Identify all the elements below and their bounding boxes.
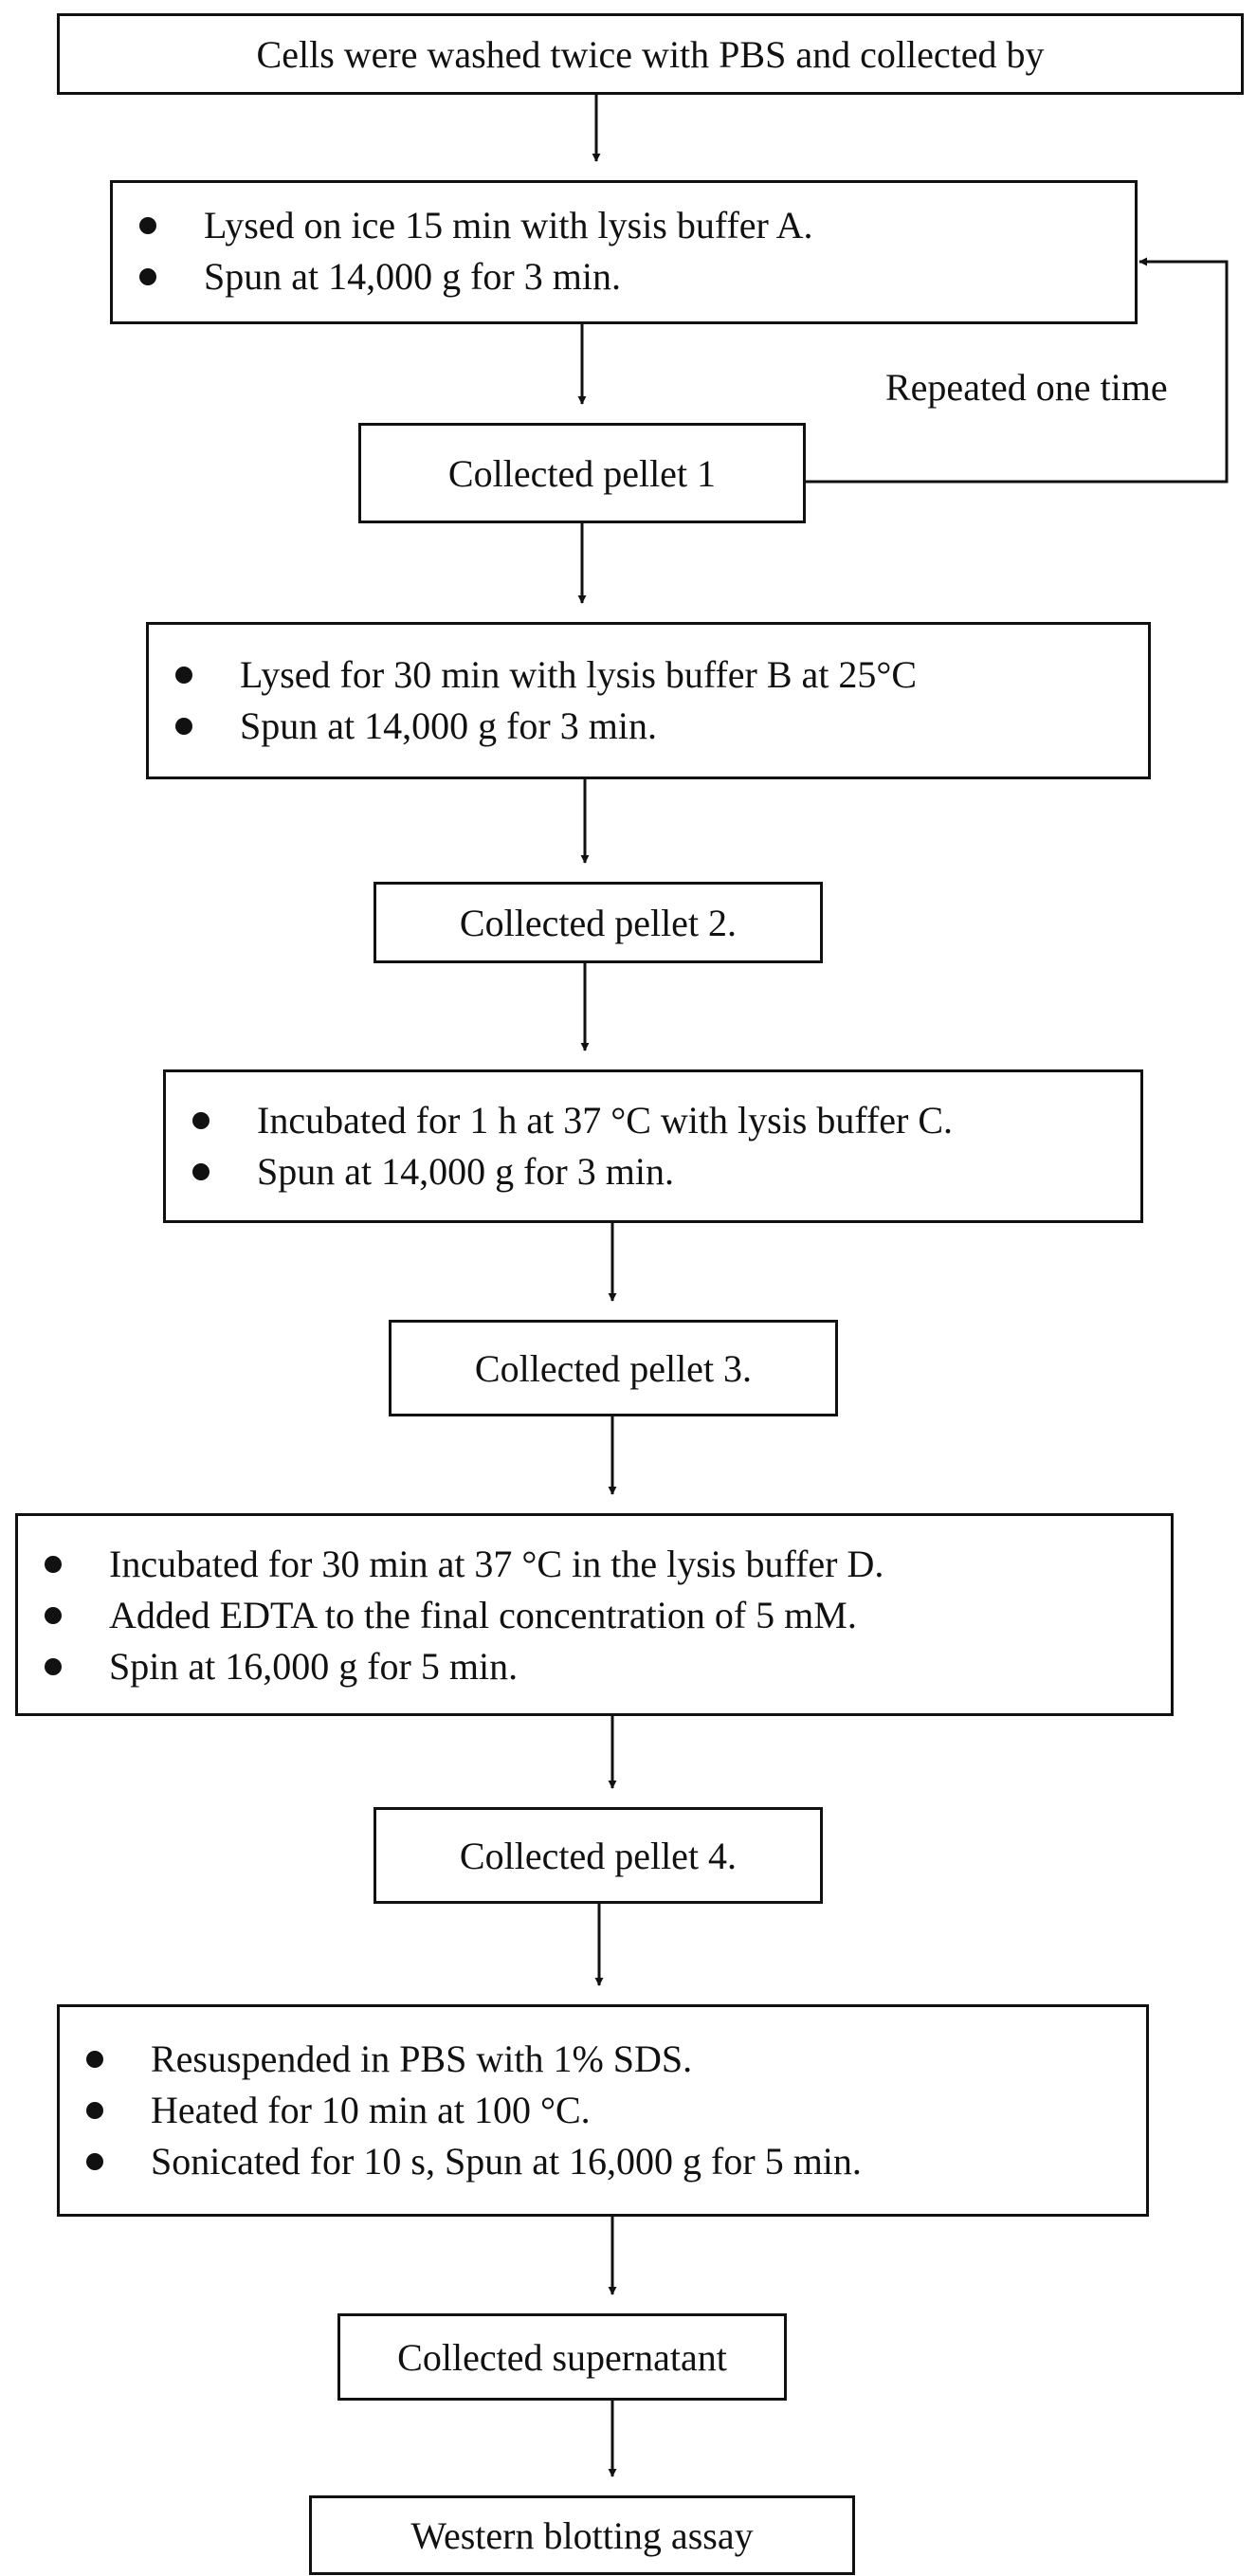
bullet-icon [45,1607,62,1624]
step-western-blotting: Western blotting assay [309,2495,855,2575]
step-lysis-c-list: Incubated for 1 h at 37 °C with lysis bu… [166,1095,1140,1197]
step-collected-pellet-4: Collected pellet 4. [373,1807,823,1904]
step-collected-supernatant: Collected supernatant [337,2313,787,2401]
step-collected-pellet-1: Collected pellet 1 [358,423,806,523]
bullet-icon [86,2102,103,2119]
step-wash-cells: Cells were washed twice with PBS and col… [57,13,1244,95]
loop-arrow [806,257,1229,484]
bullet-icon [45,1556,62,1573]
list-item: Spun at 14,000 g for 3 min. [166,1146,1140,1197]
bullet-icon [192,1163,210,1180]
list-item: Spin at 16,000 g for 5 min. [18,1641,1171,1692]
bullet-icon [139,268,156,285]
bullet-icon [45,1658,62,1675]
step-collected-pellet-2: Collected pellet 2. [373,882,823,963]
step-collected-pellet-3: Collected pellet 3. [389,1320,838,1416]
list-item: Added EDTA to the final concentration of… [18,1590,1171,1641]
step-lysis-d-list: Incubated for 30 min at 37 °C in the lys… [18,1539,1171,1692]
bullet-icon [86,2153,103,2170]
step-lysis-c: Incubated for 1 h at 37 °C with lysis bu… [163,1069,1143,1223]
step-wash-cells-text: Cells were washed twice with PBS and col… [256,32,1045,76]
step-lysis-d: Incubated for 30 min at 37 °C in the lys… [15,1513,1174,1716]
list-item: Incubated for 30 min at 37 °C in the lys… [18,1539,1171,1590]
bullet-icon [192,1112,210,1129]
step-lysis-b: Lysed for 30 min with lysis buffer B at … [146,622,1151,779]
step-sds-list: Resuspended in PBS with 1% SDS. Heated f… [60,2034,1146,2187]
list-item: Lysed for 30 min with lysis buffer B at … [149,649,1148,701]
step-lysis-b-list: Lysed for 30 min with lysis buffer B at … [149,649,1148,752]
bullet-icon [175,667,192,684]
list-item: Resuspended in PBS with 1% SDS. [60,2034,1146,2085]
list-item: Spun at 14,000 g for 3 min. [113,251,1135,302]
list-item: Spun at 14,000 g for 3 min. [149,701,1148,752]
bullet-icon [139,217,156,234]
step-sds-heat-sonicate: Resuspended in PBS with 1% SDS. Heated f… [57,2004,1149,2217]
bullet-icon [86,2051,103,2068]
step-lysis-a: Lysed on ice 15 min with lysis buffer A.… [110,180,1138,324]
loop-label: Repeated one time [885,366,1168,409]
step-lysis-a-list: Lysed on ice 15 min with lysis buffer A.… [113,200,1135,302]
list-item: Heated for 10 min at 100 °C. [60,2085,1146,2136]
list-item: Lysed on ice 15 min with lysis buffer A. [113,200,1135,251]
list-item: Incubated for 1 h at 37 °C with lysis bu… [166,1095,1140,1146]
bullet-icon [175,718,192,735]
list-item: Sonicated for 10 s, Spun at 16,000 g for… [60,2136,1146,2187]
